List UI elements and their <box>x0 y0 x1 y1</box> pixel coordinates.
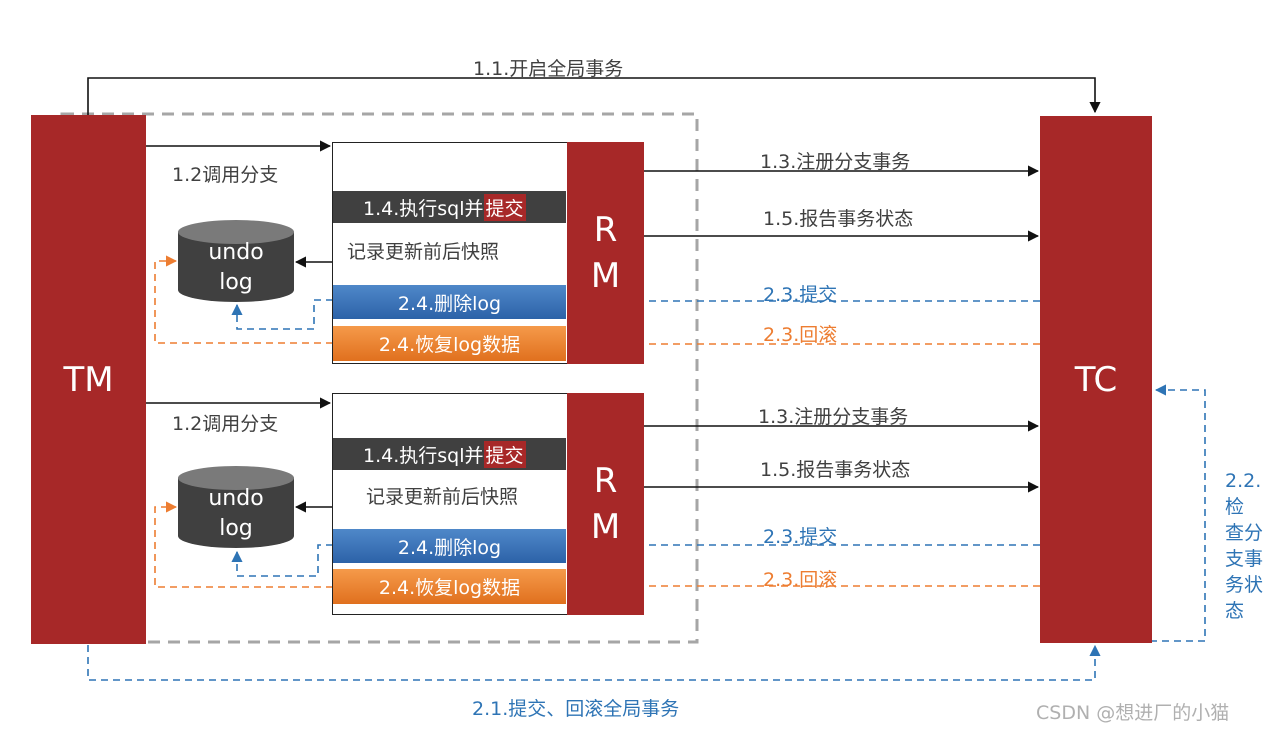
tc-label: TC <box>1074 359 1118 400</box>
commit-rollback-global-label: 2.1.提交、回滚全局事务 <box>472 698 680 720</box>
undo-log-line2: log <box>219 516 253 541</box>
arrow-delete-to-undo-bottom <box>231 544 333 577</box>
restore-log-bar-bottom: 2.4.恢复log数据 <box>333 569 566 604</box>
delete-log-label: 2.4.删除log <box>397 536 502 559</box>
arrow-delete-to-undo-top <box>231 299 333 330</box>
undo-log-db-bottom <box>178 466 294 548</box>
arrow-begin-global <box>87 77 1101 116</box>
check-branch-line: 支事 <box>1225 548 1264 570</box>
call-branch-label-top: 1.2调用分支 <box>172 164 279 186</box>
check-branch-line: 查分 <box>1225 522 1264 544</box>
undo-log-db-top <box>178 220 294 302</box>
rollback23-label-top: 2.3.回滚 <box>763 324 838 346</box>
check-branch-line: 务状 <box>1225 574 1264 596</box>
check-branch-line: 态 <box>1225 600 1245 622</box>
report-label-bottom: 1.5.报告事务状态 <box>760 459 911 481</box>
register-label-top: 1.3.注册分支事务 <box>760 151 911 173</box>
rm-actor-top: R M <box>567 142 644 364</box>
tc-actor: TC <box>1040 116 1152 643</box>
rm-actor-bottom: R M <box>567 393 644 615</box>
delete-log-label: 2.4.删除log <box>397 292 502 315</box>
register-label-bottom: 1.3.注册分支事务 <box>758 406 909 428</box>
restore-log-bar-top: 2.4.恢复log数据 <box>333 326 566 361</box>
exec-sql-bar-top: 1.4.执行sql并提交 <box>333 191 566 223</box>
exec-sql-commit-highlight: 提交 <box>483 440 526 468</box>
exec-sql-commit-highlight: 提交 <box>483 193 526 221</box>
undo-log-line1: undo <box>208 240 264 265</box>
call-branch-label-bottom: 1.2调用分支 <box>172 413 279 435</box>
exec-sql-bar-bottom: 1.4.执行sql并提交 <box>333 438 566 470</box>
check-branch-line: 2.2.检 <box>1225 470 1262 518</box>
arrow-restore-from-undo-bottom <box>154 501 333 588</box>
snapshot-label-bottom: 记录更新前后快照 <box>366 486 519 508</box>
tm-actor: TM <box>31 115 146 644</box>
undo-log-line1: undo <box>208 486 264 511</box>
delete-log-bar-bottom: 2.4.删除log <box>333 529 566 563</box>
report-label-top: 1.5.报告事务状态 <box>763 208 914 230</box>
commit23-label-bottom: 2.3.提交 <box>763 526 838 548</box>
commit23-label-top: 2.3.提交 <box>763 284 838 306</box>
exec-sql-text: 1.4.执行sql并 <box>363 444 484 467</box>
delete-log-bar-top: 2.4.删除log <box>333 285 566 319</box>
rm-label-bottom: R M <box>590 461 621 547</box>
restore-log-label: 2.4.恢复log数据 <box>378 577 521 599</box>
exec-sql-text: 1.4.执行sql并 <box>363 197 484 220</box>
restore-log-label: 2.4.恢复log数据 <box>378 334 521 356</box>
undo-log-line2: log <box>219 270 253 295</box>
undo-log-text-bottom: undo log <box>178 484 294 544</box>
snapshot-label-top: 记录更新前后快照 <box>347 241 500 263</box>
arrow-commit-rollback-global <box>87 644 1101 681</box>
check-branch-label: 2.2.检 查分 支事 务状 态 <box>1225 468 1277 624</box>
begin-global-label: 1.1.开启全局事务 <box>473 58 624 80</box>
undo-log-text-top: undo log <box>178 238 294 298</box>
arrow-restore-from-undo-top <box>154 255 333 344</box>
rm-label-top: R M <box>590 210 621 296</box>
tm-label: TM <box>63 359 114 400</box>
arrow-check-branch <box>1150 384 1206 642</box>
watermark: CSDN @想进厂的小猫 <box>1036 702 1230 724</box>
rollback23-label-bottom: 2.3.回滚 <box>763 569 838 591</box>
